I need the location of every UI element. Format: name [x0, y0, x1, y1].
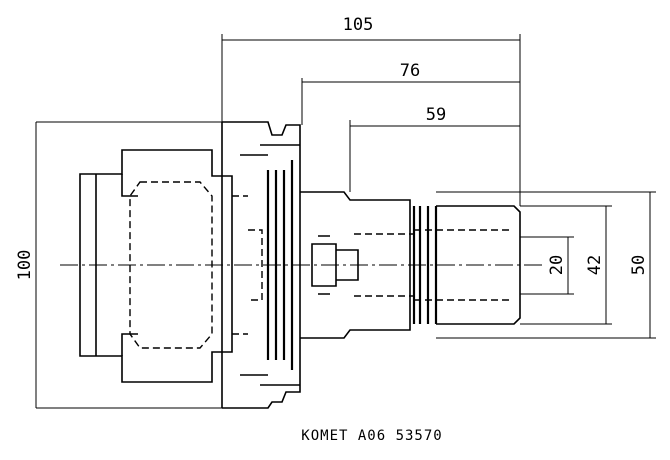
hidden-lines	[129, 181, 510, 349]
dim-label-76: 76	[400, 61, 420, 81]
dim-label-20: 20	[547, 255, 567, 275]
drawing-caption: KOMET A06 53570	[301, 428, 442, 444]
dim-label-59: 59	[426, 105, 446, 125]
dim-label-105: 105	[343, 15, 374, 35]
dim-label-100: 100	[15, 250, 35, 281]
dimension-lines	[35, 34, 656, 409]
dim-label-42: 42	[585, 255, 605, 275]
dim-label-50: 50	[629, 255, 649, 275]
